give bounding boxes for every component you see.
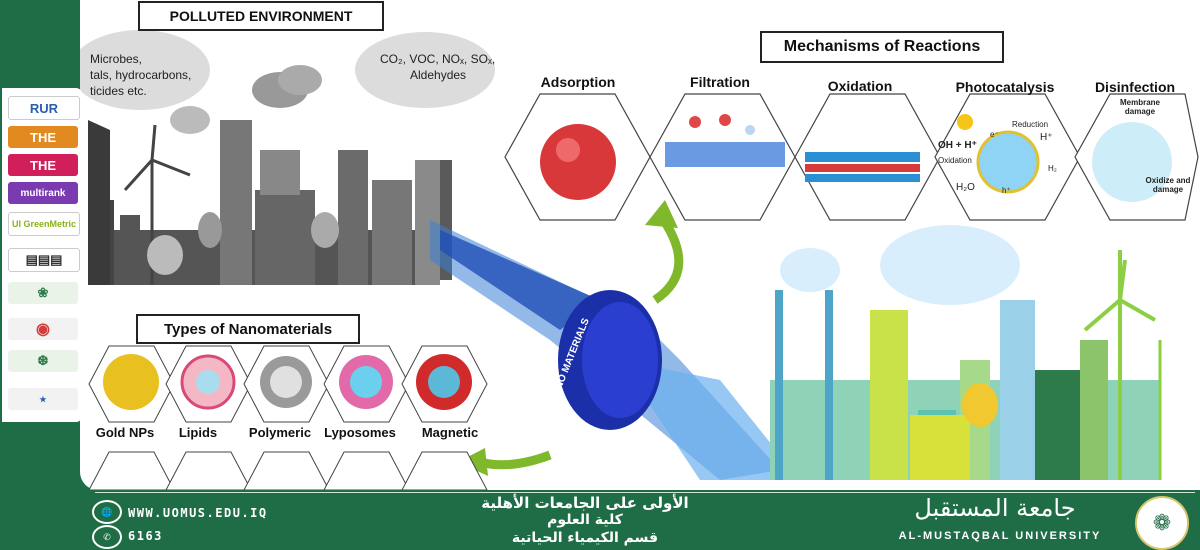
mech-label-disinfection: Disinfection: [1094, 79, 1176, 95]
footer-arabic-line2: كلية العلوم: [547, 512, 623, 528]
multirank-badge: multirank: [8, 182, 78, 204]
footer-website[interactable]: WWW.UOMUS.EDU.IQ: [128, 506, 268, 520]
pollution-clouds: [80, 30, 495, 134]
rur-badge: RUR: [8, 96, 80, 120]
photo-eminus-label: e⁻: [990, 130, 999, 139]
disinfection-membrane-label: Membrane damage: [1119, 98, 1160, 116]
nanomaterial-hexagons: [88, 345, 488, 491]
phone-icon: ✆: [92, 525, 122, 549]
sun-icon: [957, 114, 973, 130]
disinfection-cell: [1092, 122, 1172, 202]
footer-arabic-line1: الأولى على الجامعات الأهلية: [481, 494, 689, 512]
arab-ranking-icon: ❀: [8, 282, 78, 304]
cloud-right-gases: CO₂, VOC, NOₓ, SOₓ,: [380, 52, 496, 66]
ranking-of-universities-icon: ★: [8, 388, 78, 410]
nano-funnel: [430, 220, 800, 480]
polluted-title: POLLUTED ENVIRONMENT: [138, 1, 384, 31]
photocatalyst-sphere: [976, 130, 1040, 194]
mech-label-filtration: Filtration: [690, 74, 750, 90]
disinfection-oxidize-label: Oxidize and damage: [1145, 176, 1191, 194]
photo-oxidation-label: Oxidation: [938, 156, 972, 165]
nano-label-polymeric: Polymeric: [248, 425, 312, 440]
gold-np: [103, 354, 159, 410]
photo-reduction-label: Reduction: [1012, 120, 1049, 129]
cloud-left-line1: Microbes,: [90, 52, 143, 66]
green-arrows: [458, 200, 684, 476]
adsorption-sphere: [540, 124, 616, 200]
the-impact-badge: THE: [8, 154, 78, 176]
cloud-right-aldehydes: Aldehydes: [410, 68, 467, 82]
photo-h2-label: H₂: [1048, 164, 1057, 173]
nano-label-lipids: Lipids: [178, 425, 218, 440]
cloud-left-line2: tals, hydrocarbons,: [90, 68, 192, 82]
footer-phone[interactable]: 6163: [128, 529, 163, 543]
filtration-mesh: [665, 142, 785, 167]
footer-divider: [95, 492, 1195, 493]
photo-h2o-label: H₂O: [956, 182, 975, 193]
university-name-arabic: جامعة المستقبل: [914, 494, 1076, 522]
oxidation-layer: [805, 152, 920, 162]
illustration: [80, 30, 1162, 480]
clean-city: [770, 225, 1162, 480]
polluted-city: [88, 120, 452, 285]
greenmetric-badge: UI GreenMetric: [8, 212, 80, 236]
ranking-panel: RUR THE THE multirank UI GreenMetric ▤▤▤…: [2, 88, 82, 422]
sdg-icon: ◉: [8, 318, 78, 340]
nanomaterials-title: Types of Nanomaterials: [136, 314, 360, 344]
mech-label-photocatalysis: Photocatalysis: [955, 79, 1055, 95]
mech-label-oxidation: Oxidation: [827, 78, 893, 94]
photo-hplus2-label: h⁺: [1002, 186, 1011, 195]
university-logo: ❁: [1135, 496, 1189, 550]
the-badge: THE: [8, 126, 78, 148]
cloud-left-line3: ticides etc.: [90, 84, 147, 98]
photo-oh-label: OH + H⁺: [938, 140, 977, 151]
mechanism-hexagons: [504, 93, 1199, 221]
photo-hplus-label: H⁺: [1040, 132, 1053, 143]
nano-label-lyposomes: Lyposomes: [324, 425, 396, 440]
building-icon: ▤▤▤: [8, 248, 80, 272]
mech-label-adsorption: Adsorption: [540, 74, 616, 90]
globe-icon: 🌐: [92, 500, 122, 524]
university-name-english: AL-MUSTAQBAL UNIVERSITY: [898, 530, 1102, 542]
mechanisms-title: Mechanisms of Reactions: [760, 31, 1004, 63]
footer-arabic-line3: قسم الكيمياء الحياتية: [511, 530, 659, 546]
arab-union-icon: ❆: [8, 350, 78, 372]
nano-label-gold: Gold NPs: [95, 425, 155, 440]
footer: [0, 490, 1200, 550]
nano-label-magnetic: Magnetic: [421, 425, 479, 440]
